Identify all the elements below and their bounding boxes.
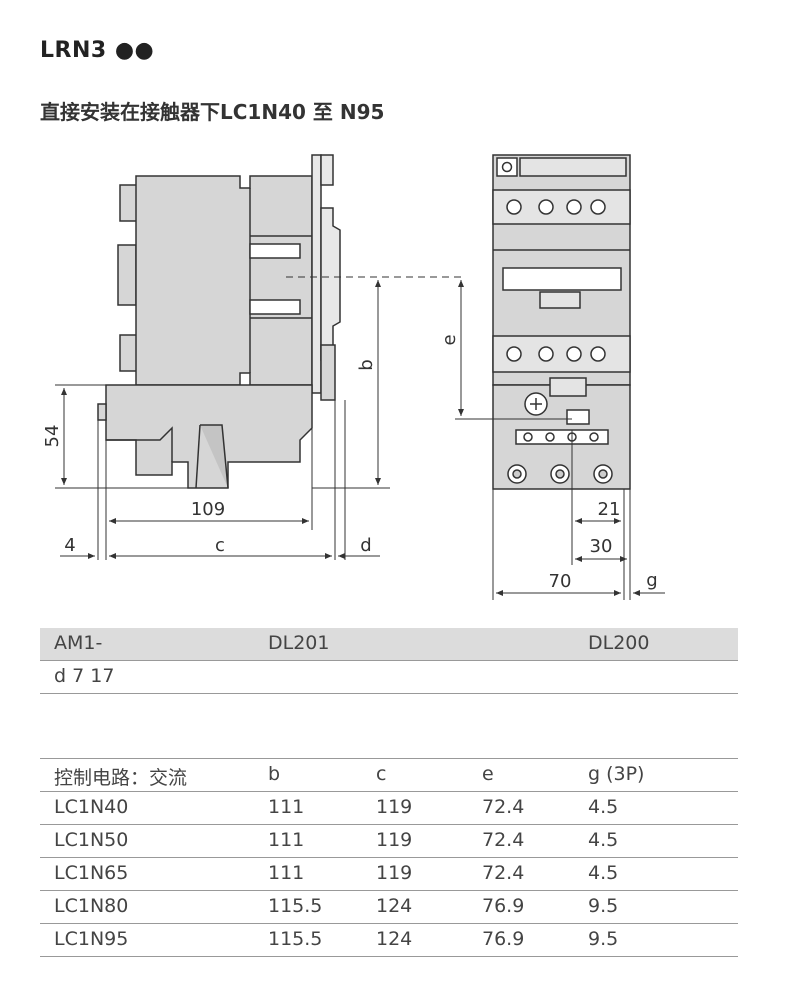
table-cell: LC1N65 [54,862,129,884]
table-cell: 115.5 [268,895,323,917]
column-header: b [268,763,281,785]
side-dimensions [55,276,465,560]
dim-b-label: b [356,359,377,370]
model-table: AM1- DL201 DL200 d 7 17 [40,628,738,694]
table-cell: LC1N40 [54,796,129,818]
dimension-drawing: 54 109 4 c d b e 21 30 70 g [42,154,665,600]
dim-54-label: 54 [42,425,63,448]
front-view [492,154,631,490]
table-cell: 124 [376,928,413,950]
table-cell: LC1N50 [54,829,129,851]
dim-e-label: e [439,334,460,345]
table-cell: 119 [376,862,413,884]
table-cell: AM1- [54,632,103,654]
table-cell: 4.5 [588,829,619,851]
front-dimensions [455,280,665,600]
table-cell: DL200 [588,632,650,654]
table-cell: 115.5 [268,928,323,950]
dim-d-label: d [360,535,371,556]
dim-30-label: 30 [590,536,613,557]
page-subtitle: 直接安装在接触器下LC1N40 至 N95 [40,100,385,124]
table-cell: 119 [376,796,413,818]
table-row: d 7 17 [40,661,738,694]
table-cell: 111 [268,829,305,851]
dim-70-label: 70 [549,571,572,592]
table-cell: 76.9 [482,895,525,917]
column-header: g (3P) [588,763,645,785]
table-cell: d 7 17 [54,665,115,687]
dim-109-label: 109 [191,499,225,520]
dim-21-label: 21 [598,499,621,520]
table-row: AM1- DL201 DL200 [40,628,738,661]
page-title: LRN3 ●● [40,38,155,63]
dim-4-label: 4 [64,535,75,556]
table-cell: 4.5 [588,796,619,818]
dim-c-label: c [215,535,225,556]
column-header: c [376,763,387,785]
table-cell: 111 [268,862,305,884]
dimensions-table: 控制电路：交流 b c e g (3P) LC1N40 111 119 72.4… [40,758,738,957]
table-header-row: 控制电路：交流 b c e g (3P) [40,759,738,792]
table-cell: 76.9 [482,928,525,950]
table-cell: 72.4 [482,796,525,818]
table-row: LC1N65 111 119 72.4 4.5 [40,858,738,891]
table-cell: 9.5 [588,895,619,917]
table-cell: 72.4 [482,829,525,851]
table-cell: LC1N80 [54,895,129,917]
table-cell: 111 [268,796,305,818]
table-row: LC1N50 111 119 72.4 4.5 [40,825,738,858]
table-cell: 72.4 [482,862,525,884]
table-cell: 9.5 [588,928,619,950]
relay-tab [97,403,107,421]
contactor-tab-mid [117,244,137,306]
table-cell: 119 [376,829,413,851]
table-cell: 4.5 [588,862,619,884]
column-header: e [482,763,494,785]
din-rail [311,154,322,394]
table-row: LC1N95 115.5 124 76.9 9.5 [40,924,738,957]
table-row: LC1N80 115.5 124 76.9 9.5 [40,891,738,924]
contactor-body [135,175,313,386]
column-header: 控制电路：交流 [54,767,188,789]
table-cell: DL201 [268,632,330,654]
side-view [97,154,341,489]
table-row: LC1N40 111 119 72.4 4.5 [40,792,738,825]
dim-g-label: g [646,570,657,591]
table-cell: 124 [376,895,413,917]
table-cell: LC1N95 [54,928,129,950]
